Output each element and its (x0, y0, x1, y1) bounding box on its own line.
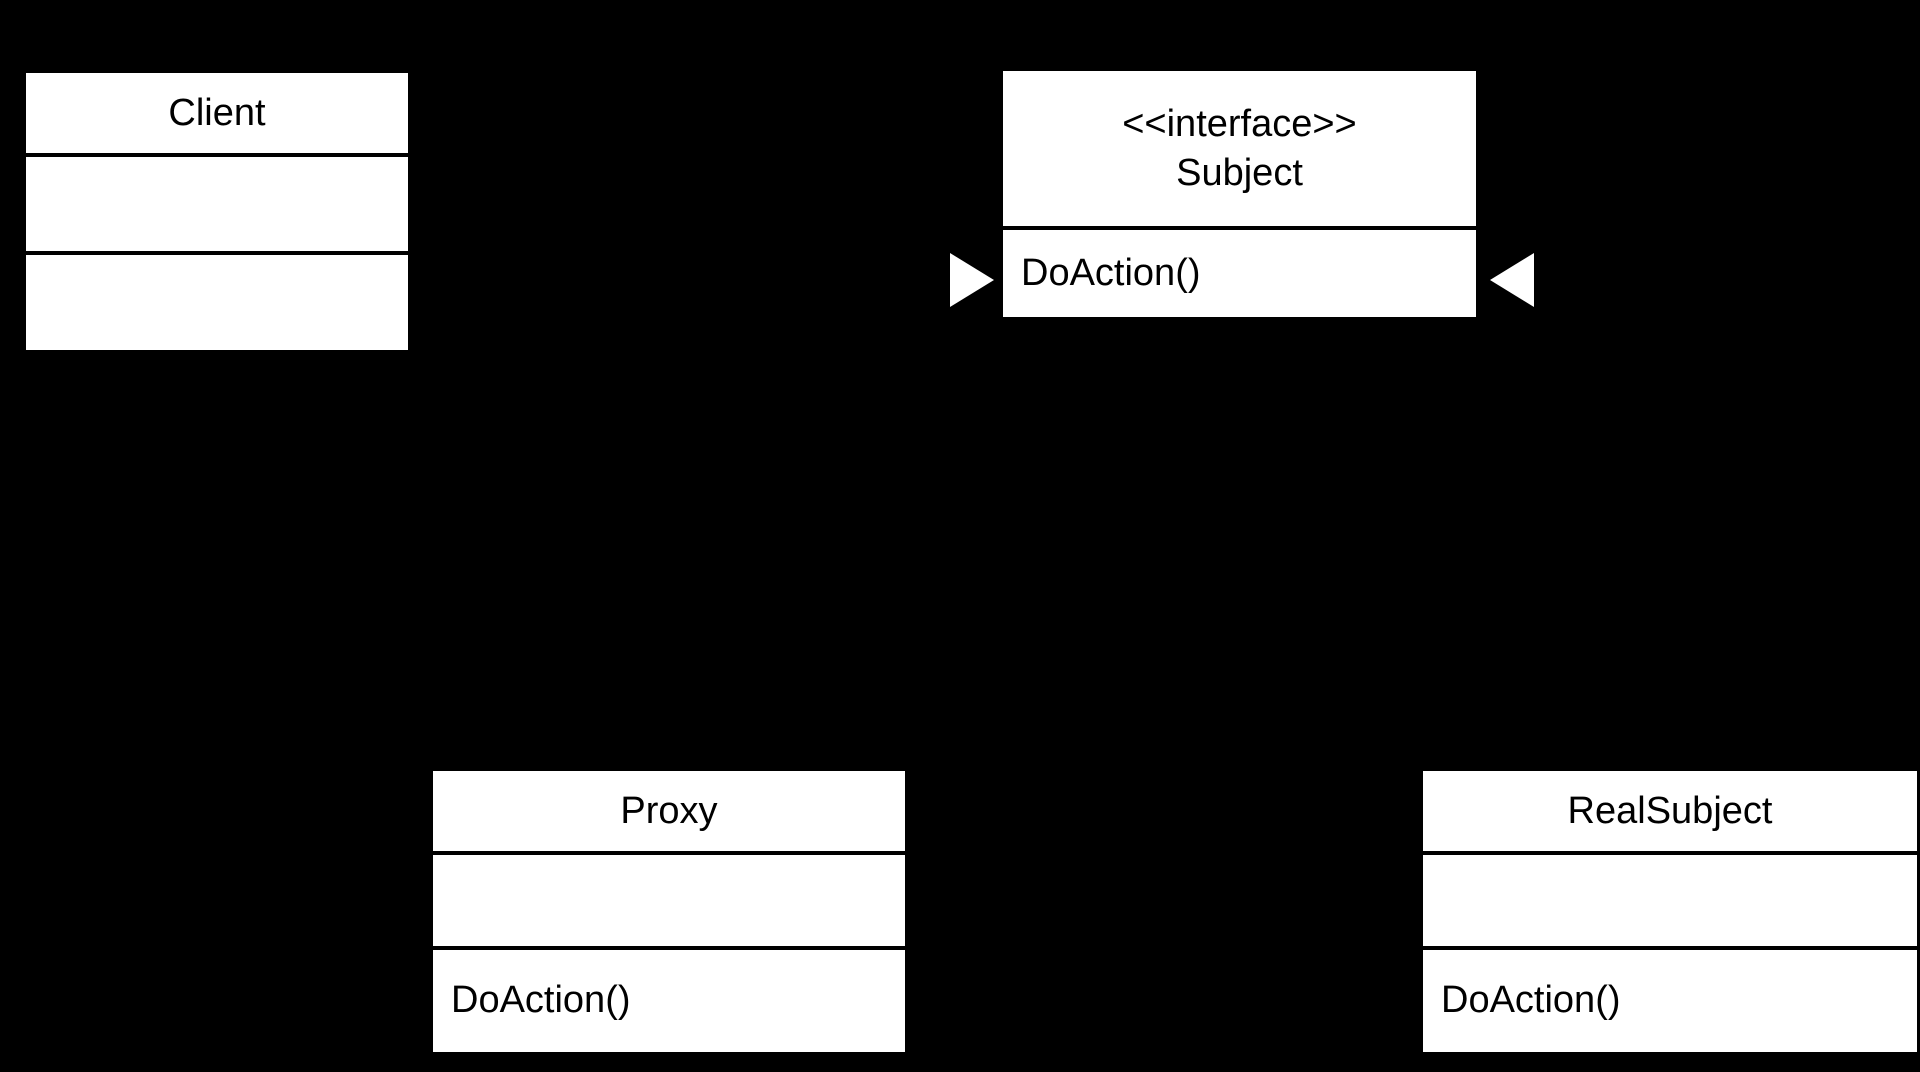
proxy-attributes (433, 900, 451, 901)
realsubject-attributes-compartment (1423, 851, 1917, 946)
client-attributes (26, 204, 44, 205)
uml-class-proxy[interactable]: Proxy DoAction() (430, 768, 908, 1055)
proxy-operation-doaction: DoAction() (451, 979, 631, 1022)
realsubject-operations-compartment: DoAction() (1423, 946, 1917, 1052)
realsubject-attributes (1423, 900, 1441, 901)
client-name-compartment: Client (26, 73, 408, 153)
uml-class-client[interactable]: Client (23, 70, 411, 353)
proxy-class-name: Proxy (620, 789, 718, 832)
client-attributes-compartment (26, 153, 408, 251)
generalization-arrowhead-proxy-to-subject (950, 253, 994, 307)
realsubject-name-compartment: RealSubject (1423, 771, 1917, 851)
subject-operation-doaction: DoAction() (1021, 251, 1201, 294)
subject-class-name: Subject (1176, 151, 1303, 194)
subject-operations-compartment: DoAction() (1003, 226, 1476, 317)
client-operations-compartment (26, 251, 408, 350)
proxy-attributes-compartment (433, 851, 905, 946)
client-class-name: Client (168, 91, 266, 134)
proxy-operations-compartment: DoAction() (433, 946, 905, 1052)
subject-stereotype: <<interface>> (1122, 102, 1357, 145)
generalization-arrowhead-realsubject-to-subject (1490, 253, 1534, 307)
uml-class-subject[interactable]: <<interface>> Subject DoAction() (1000, 68, 1479, 320)
uml-class-realsubject[interactable]: RealSubject DoAction() (1420, 768, 1920, 1055)
client-operations (26, 302, 44, 303)
proxy-name-compartment: Proxy (433, 771, 905, 851)
subject-name-compartment: <<interface>> Subject (1003, 71, 1476, 226)
realsubject-class-name: RealSubject (1567, 789, 1773, 832)
realsubject-operation-doaction: DoAction() (1441, 979, 1621, 1022)
